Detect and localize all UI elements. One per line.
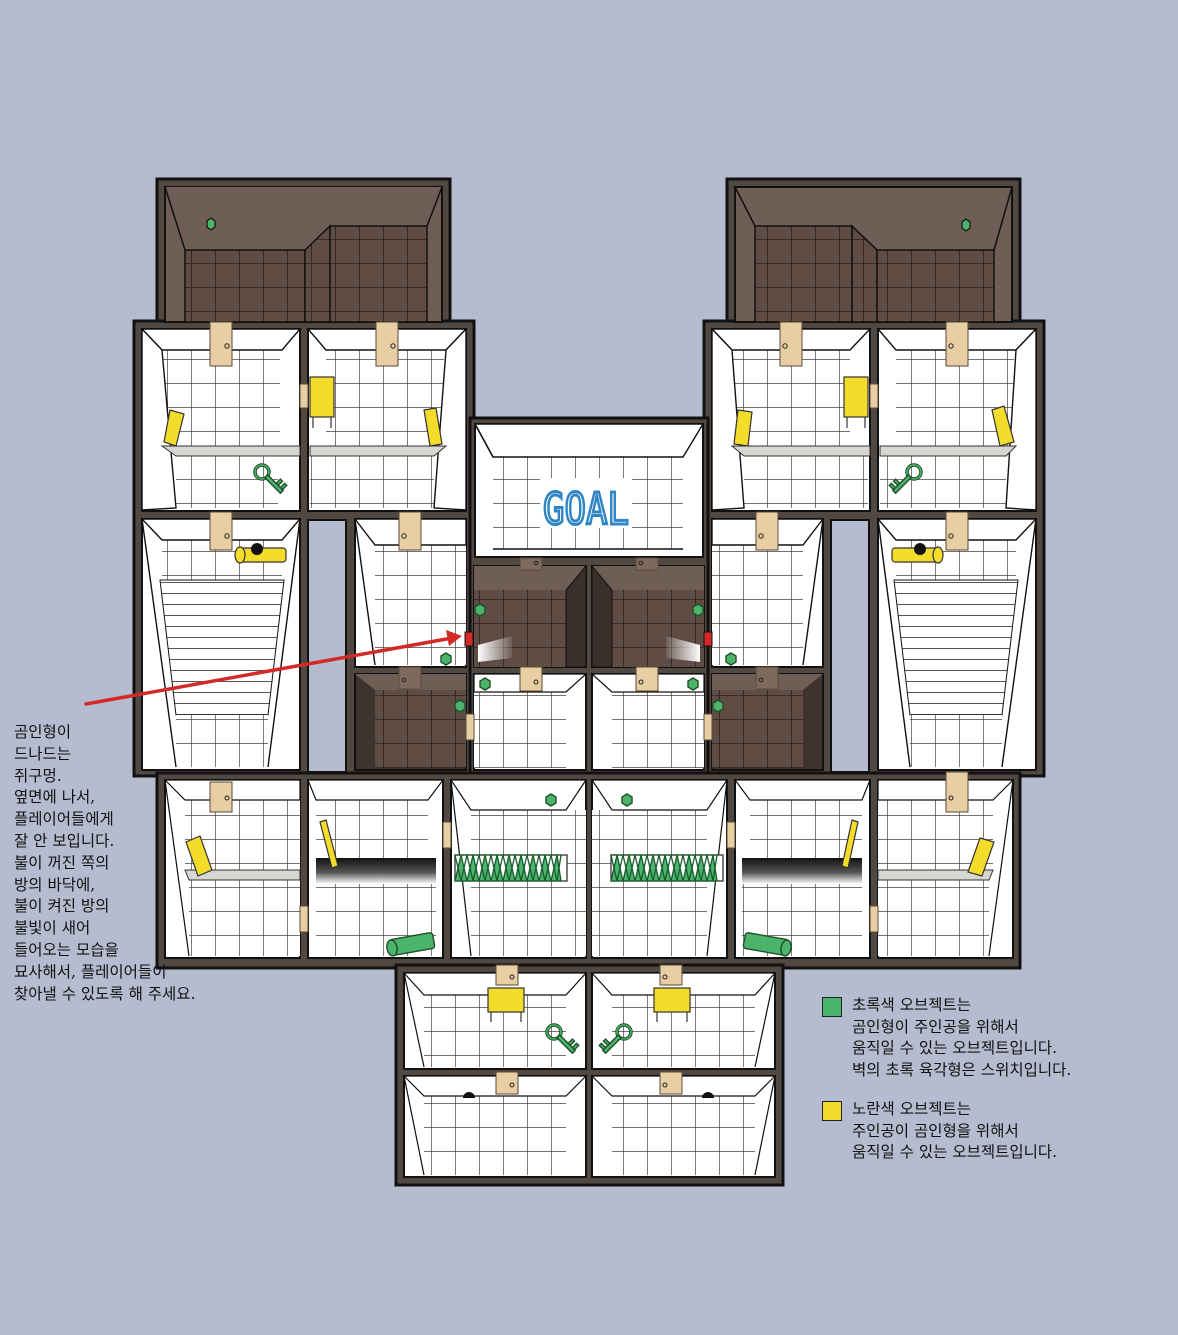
note-line: 잘 안 보입니다.	[14, 831, 196, 853]
note-line: 불이 켜진 방의	[14, 896, 196, 918]
note-line: 들어오는 모습을	[14, 940, 196, 962]
note-line: 불이 꺼진 쪽의	[14, 853, 196, 875]
switch-hexagon-icon	[207, 218, 215, 230]
note-line: 찾아낼 수 있도록 해 주세요.	[14, 984, 196, 1006]
switch-hexagon-icon	[726, 653, 736, 665]
switch-hexagon-icon	[546, 794, 556, 806]
note-line: 쥐구멍.	[14, 766, 196, 788]
switch-hexagon-icon	[622, 794, 632, 806]
note-line: 방의 바닥에,	[14, 875, 196, 897]
switch-hexagon-icon	[441, 653, 451, 665]
switch-hexagon-icon	[713, 700, 723, 712]
mouse-hole-note: 곰인형이 드나드는 쥐구멍. 옆면에 나서, 플레이어들에게 잘 안 보입니다.…	[14, 722, 196, 1005]
legend-line: 움직일 수 있는 오브젝트입니다.	[852, 1038, 1071, 1060]
switch-hexagon-icon	[455, 700, 465, 712]
yellow-swatch	[822, 1101, 842, 1121]
switch-hexagon-icon	[688, 678, 698, 690]
spike-trap	[611, 855, 723, 881]
note-line: 옆면에 나서,	[14, 787, 196, 809]
note-line: 드나드는	[14, 744, 196, 766]
legend-line: 노란색 오브젝트는	[852, 1099, 1057, 1121]
note-line: 플레이어들에게	[14, 809, 196, 831]
note-line: 곰인형이	[14, 722, 196, 744]
switch-hexagon-icon	[693, 604, 703, 616]
legend-line: 곰인형이 주인공을 위해서	[852, 1017, 1071, 1039]
mouse-hole-marker	[704, 632, 712, 646]
legend-green: 초록색 오브젝트는 곰인형이 주인공을 위해서 움직일 수 있는 오브젝트입니다…	[822, 995, 1071, 1081]
legend-line: 초록색 오브젝트는	[852, 995, 1071, 1017]
switch-hexagon-icon	[475, 604, 485, 616]
top-left-dark-room	[165, 187, 442, 322]
legend-line: 움직일 수 있는 오브젝트입니다.	[852, 1142, 1057, 1164]
switch-hexagon-icon	[962, 219, 970, 231]
note-line: 불빛이 새어	[14, 918, 196, 940]
goal-label: GOAL	[543, 484, 629, 535]
legend-line: 벽의 초록 육각형은 스위치입니다.	[852, 1060, 1071, 1082]
note-line: 묘사해서, 플레이어들이	[14, 962, 196, 984]
goal-room: GOAL	[475, 424, 703, 557]
green-swatch	[822, 997, 842, 1017]
legend-yellow: 노란색 오브젝트는 주인공이 곰인형을 위해서 움직일 수 있는 오브젝트입니다…	[822, 1099, 1057, 1164]
top-right-dark-room	[735, 187, 1012, 322]
mouse-hole-marker	[465, 632, 473, 646]
switch-hexagon-icon	[480, 678, 490, 690]
legend-line: 주인공이 곰인형을 위해서	[852, 1121, 1057, 1143]
spike-trap	[455, 855, 567, 881]
